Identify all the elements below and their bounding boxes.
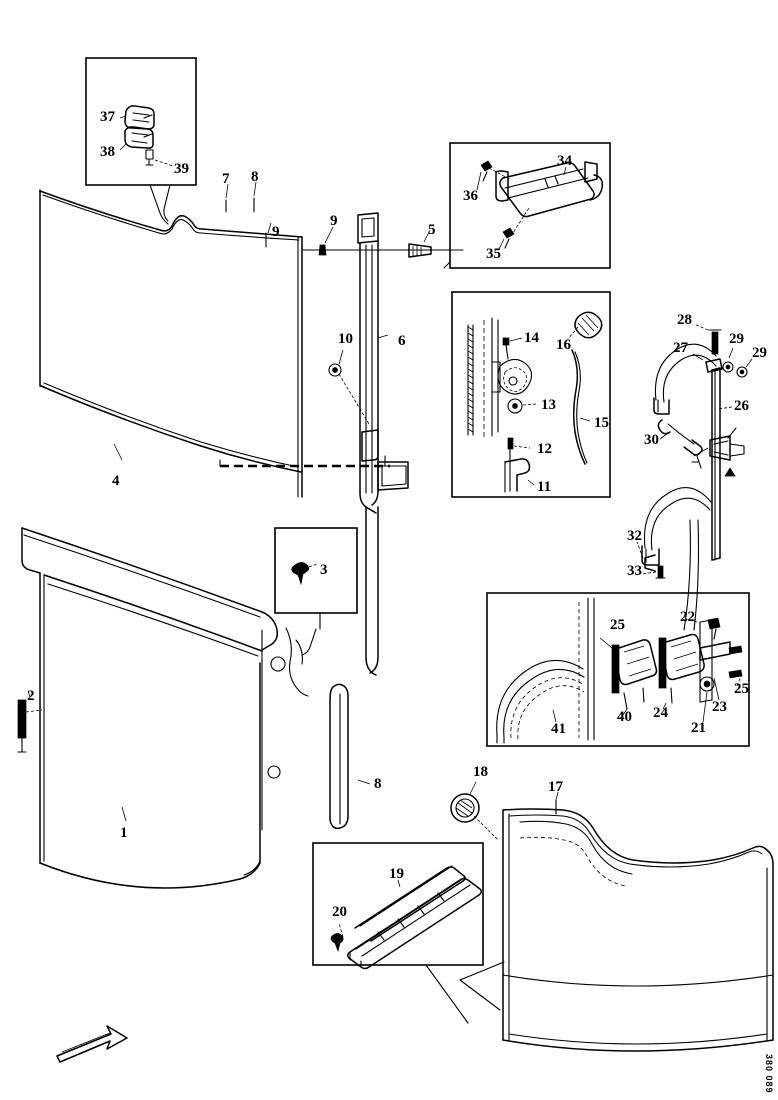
callout-5: 5 [428, 222, 436, 238]
callout-35: 35 [486, 246, 501, 262]
detail-box-frames [85, 57, 750, 966]
lower-outer-panel [450, 781, 774, 1052]
callout-34: 34 [557, 153, 572, 169]
callout-37: 37 [100, 109, 115, 125]
callout-30: 30 [644, 432, 659, 448]
callout-7: 7 [222, 171, 230, 187]
callout-17: 17 [548, 779, 563, 795]
callout-20: 20 [332, 904, 347, 920]
callout-14: 14 [524, 330, 539, 346]
upper-window-glass [39, 189, 303, 498]
lower-door-panel [17, 527, 317, 889]
callout-32: 32 [627, 528, 642, 544]
callout-25: 25 [610, 617, 625, 633]
latch-assembly-art [119, 105, 174, 225]
callout-25-right: 25 [734, 681, 749, 697]
hinge-detail-art [496, 597, 743, 744]
callout-26: 26 [734, 398, 749, 414]
callout-15: 15 [594, 415, 609, 431]
callout-9: 9 [330, 213, 338, 229]
callout-29: 29 [729, 331, 744, 347]
callout-10: 10 [338, 331, 353, 347]
callout-40: 40 [617, 709, 632, 725]
callout-33: 33 [627, 563, 642, 579]
callout-18: 18 [473, 764, 488, 780]
callout-27: 27 [673, 340, 688, 356]
callout-8: 8 [251, 169, 259, 185]
callout-22: 22 [680, 609, 695, 625]
regulator-detail-art [467, 311, 603, 493]
clip-detail-art [291, 562, 321, 630]
callout-23: 23 [712, 699, 727, 715]
rail-detail-art [330, 865, 483, 1024]
callout-16: 16 [556, 337, 571, 353]
callout-9-lower: 9 [272, 224, 280, 240]
callout-8-lower: 8 [374, 776, 382, 792]
callout-2: 2 [27, 688, 35, 704]
lower-seal-strip [329, 683, 371, 830]
callout-12: 12 [537, 441, 552, 457]
callout-36: 36 [463, 188, 478, 204]
top-fasteners [225, 181, 464, 258]
sheet-code: 380 089 [764, 1054, 774, 1094]
callout-39: 39 [174, 161, 189, 177]
callout-4: 4 [112, 473, 120, 489]
callout-41: 41 [551, 721, 566, 737]
callout-6: 6 [398, 333, 406, 349]
callout-13: 13 [541, 397, 556, 413]
callout-24: 24 [653, 705, 668, 721]
callout-1: 1 [120, 825, 128, 841]
orientation-arrow [56, 1025, 128, 1063]
callout-38: 38 [100, 144, 115, 160]
right-guide-assembly [636, 323, 753, 631]
center-pillar [328, 212, 409, 676]
handle-assembly-art [443, 160, 604, 269]
callout-28: 28 [677, 312, 692, 328]
callout-3: 3 [320, 562, 328, 578]
callout-11: 11 [537, 479, 552, 495]
callout-19: 19 [389, 866, 404, 882]
callout-29-b: 29 [752, 345, 767, 361]
callout-21: 21 [691, 720, 706, 736]
